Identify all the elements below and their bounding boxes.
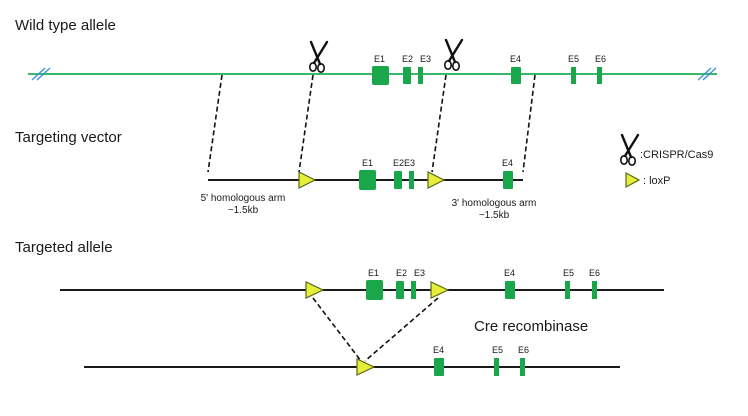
ta-exon-e2 <box>396 281 404 299</box>
recombined-exon-e4 <box>434 358 444 376</box>
cre-dash-left <box>312 297 362 362</box>
ta-exon-e5 <box>565 281 570 299</box>
homology-dash-right-inner <box>431 74 447 173</box>
section-title-wild-type: Wild type allele <box>15 17 116 34</box>
break-mark-right <box>697 67 717 81</box>
ta-label-e2: E2 <box>396 268 407 278</box>
wt-label-e4: E4 <box>510 54 521 64</box>
wt-exon-e5 <box>571 67 576 84</box>
ta-label-e3: E3 <box>414 268 425 278</box>
scissors-icon <box>308 40 329 74</box>
scissors-icon <box>443 38 464 72</box>
recombined-label-e5: E5 <box>492 345 503 355</box>
loxp-triangle-icon <box>305 281 325 299</box>
wt-label-e2: E2 <box>402 54 413 64</box>
wt-exon-e2 <box>403 67 411 84</box>
ta-exon-e1 <box>366 280 383 300</box>
homology-dash-left-outer <box>207 74 223 173</box>
tv-label-e1: E1 <box>362 158 373 168</box>
ta-exon-e4 <box>505 281 515 299</box>
ta-exon-e6 <box>592 281 597 299</box>
loxp-triangle-icon <box>427 171 446 189</box>
ta-label-e6: E6 <box>589 268 600 278</box>
loxp-triangle-icon <box>356 358 376 376</box>
tv-exon-e4 <box>503 171 513 189</box>
tv-label-e4: E4 <box>502 158 513 168</box>
section-title-targeted-allele: Targeted allele <box>15 239 113 256</box>
legend-crispr-label: :CRISPR/Cas9 <box>640 149 713 161</box>
break-mark-left <box>31 67 51 81</box>
wt-label-e3: E3 <box>420 54 431 64</box>
five-prime-arm-label: 5' homologous arm <box>201 193 286 204</box>
recombined-label-e6: E6 <box>518 345 529 355</box>
ta-label-e4: E4 <box>504 268 515 278</box>
loxp-triangle-icon <box>298 171 317 189</box>
cre-recombinase-label: Cre recombinase <box>474 318 588 335</box>
homology-dash-left-inner <box>298 74 314 173</box>
ta-exon-e3 <box>411 281 416 299</box>
wt-label-e5: E5 <box>568 54 579 64</box>
loxp-triangle-icon <box>430 281 450 299</box>
recombined-exon-e6 <box>520 358 525 376</box>
five-prime-arm-size: ~1.5kb <box>228 205 259 216</box>
cre-dash-right <box>364 297 439 362</box>
wt-exon-e4 <box>511 67 521 84</box>
legend-loxp-triangle-icon <box>625 171 641 189</box>
ta-label-e1: E1 <box>368 268 379 278</box>
wt-label-e1: E1 <box>374 54 385 64</box>
wt-exon-e6 <box>597 67 602 84</box>
three-prime-arm-size: ~1.5kb <box>479 210 510 221</box>
tv-exon-e2 <box>394 171 402 189</box>
ta-label-e5: E5 <box>563 268 574 278</box>
legend-scissors-icon <box>619 133 640 167</box>
wt-exon-e3 <box>418 67 423 84</box>
three-prime-arm-label: 3' homologous arm <box>452 198 537 209</box>
recombined-exon-e5 <box>494 358 499 376</box>
wt-label-e6: E6 <box>595 54 606 64</box>
legend-loxp-label: : loxP <box>643 175 671 187</box>
tv-exon-e1 <box>359 170 376 190</box>
section-title-targeting-vector: Targeting vector <box>15 129 122 146</box>
tv-label-e2e3: E2E3 <box>393 158 415 168</box>
wt-exon-e1 <box>372 66 389 85</box>
homology-dash-right-outer <box>522 74 536 173</box>
tv-exon-e3 <box>409 171 414 189</box>
recombined-label-e4: E4 <box>433 345 444 355</box>
